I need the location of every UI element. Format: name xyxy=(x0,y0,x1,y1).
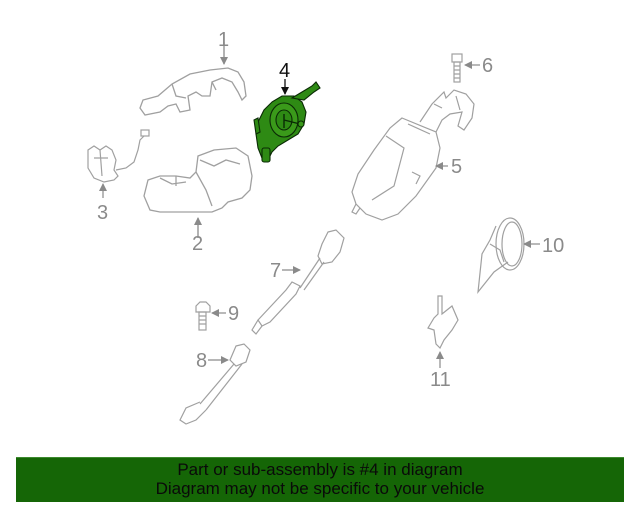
part-8-lower-shaft[interactable] xyxy=(179,343,251,425)
part-3-sensor[interactable] xyxy=(87,129,150,198)
callout-2[interactable]: 2 xyxy=(192,233,204,255)
callout-6[interactable]: 6 xyxy=(482,55,494,77)
callout-1[interactable]: 1 xyxy=(218,29,230,51)
part-4-combination-switch[interactable] xyxy=(253,79,321,163)
part-6-bolt[interactable] xyxy=(451,53,480,83)
info-banner: Part or sub-assembly is #4 in diagram Di… xyxy=(16,457,624,502)
part-11-bracket[interactable] xyxy=(427,295,459,368)
callout-7[interactable]: 7 xyxy=(270,260,282,282)
callout-5[interactable]: 5 xyxy=(451,156,463,178)
banner-disclaimer: Diagram may not be specific to your vehi… xyxy=(155,479,485,498)
callout-8[interactable]: 8 xyxy=(196,350,208,372)
part-1-upper-cover[interactable] xyxy=(139,42,247,116)
part-9-bolt[interactable] xyxy=(195,301,226,331)
banner-part-note: Part or sub-assembly is #4 in diagram xyxy=(177,460,463,479)
callout-4-highlighted[interactable]: 4 xyxy=(279,60,291,82)
callout-3[interactable]: 3 xyxy=(97,202,109,224)
part-7-intermediate-shaft[interactable] xyxy=(251,229,345,335)
callout-11[interactable]: 11 xyxy=(430,369,451,391)
part-5-steering-column[interactable] xyxy=(351,89,475,221)
part-10-boot[interactable] xyxy=(477,217,540,294)
part-2-lower-cover[interactable] xyxy=(143,147,253,238)
callout-10[interactable]: 10 xyxy=(542,235,565,257)
callout-9[interactable]: 9 xyxy=(228,303,240,325)
